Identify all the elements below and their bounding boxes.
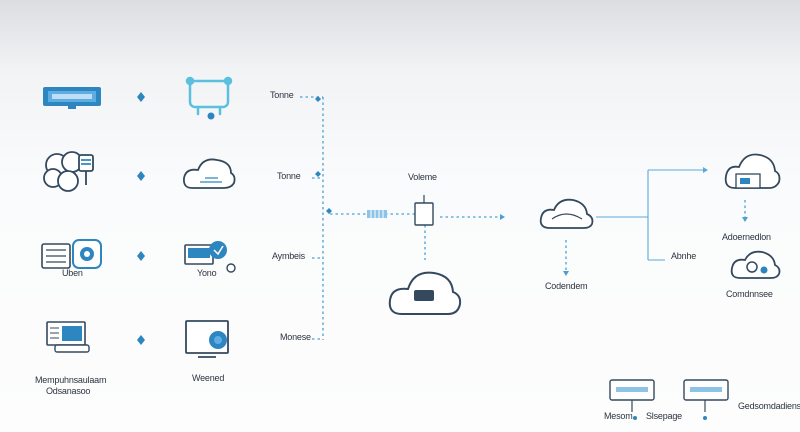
cloud-icon	[183, 158, 236, 189]
connector-dots	[137, 92, 332, 345]
label-storage-b: Slsepage	[646, 411, 682, 421]
storage-box-icon	[609, 379, 655, 420]
connector-lines	[300, 96, 746, 340]
arrow-head-codendem	[563, 271, 569, 276]
label-cloud-node: Codendem	[545, 281, 588, 291]
label-workstation-subtitle: Odsanasoo	[46, 386, 91, 396]
label-monitor-sync: Yono	[197, 268, 217, 278]
central-cloud-icon	[388, 271, 462, 315]
cloud-user-icon	[730, 250, 781, 279]
label-hub: Voleme	[408, 172, 437, 182]
label-storage: Uben	[62, 268, 83, 278]
monitor-sync-icon	[184, 241, 236, 273]
storage-server-icon	[41, 239, 102, 269]
storage-box-icon	[683, 379, 729, 420]
arrow-head-branch	[703, 167, 708, 173]
arrow-head-hub	[500, 214, 505, 220]
router-icon	[185, 76, 233, 120]
label-row4: Monese	[280, 332, 311, 342]
monitor-icon	[185, 320, 229, 358]
label-workstation-title: Mempuhnsaulaam	[35, 375, 107, 385]
label-branch: Abnhe	[671, 251, 697, 261]
label-monitor: Weened	[192, 373, 225, 383]
label-storage-c: Gedsomdadiens	[738, 401, 800, 411]
label-cloud-server: Adoernedlon	[722, 232, 771, 242]
cloud-node-icon	[539, 198, 594, 229]
label-cloud-user: Comdnnsee	[726, 289, 773, 299]
server-rack-icon	[43, 87, 101, 109]
gateway-node-icon	[367, 195, 434, 226]
label-storage-a: Mesom	[604, 411, 633, 421]
label-row2: Tonne	[277, 171, 301, 181]
branch-lines	[596, 169, 705, 261]
label-row3: Aymbeis	[272, 251, 305, 261]
cloud-cluster-icon	[43, 151, 94, 192]
desktop-workstation-icon	[46, 321, 90, 353]
label-row1: Tonne	[270, 90, 294, 100]
arrow-head-right	[742, 217, 748, 222]
cloud-server-icon	[724, 153, 781, 189]
